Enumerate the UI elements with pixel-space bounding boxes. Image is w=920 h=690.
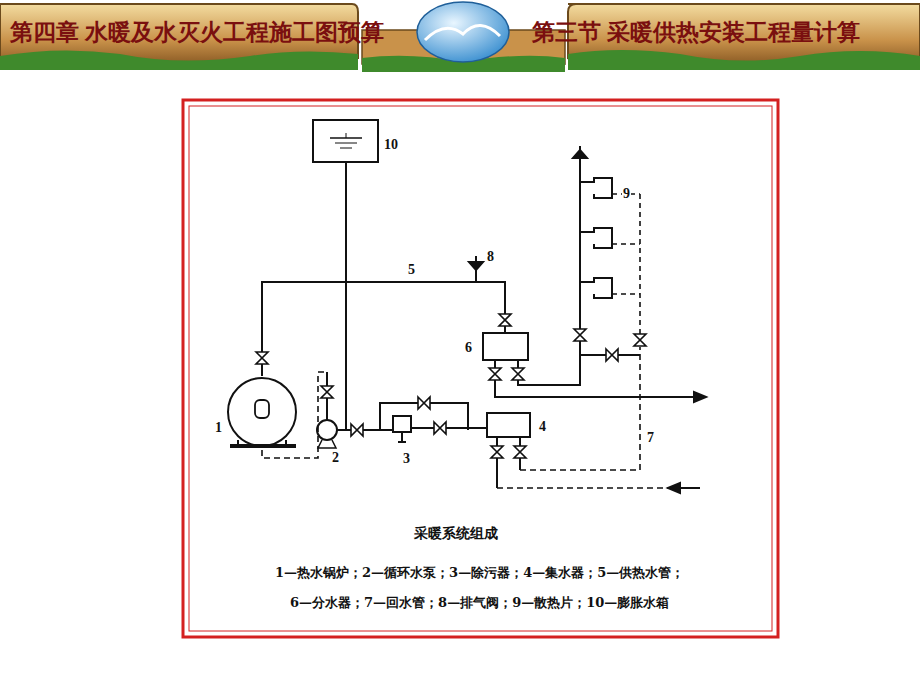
valve (321, 386, 333, 398)
callout-number: 4 (538, 419, 547, 434)
callout-number: 7 (646, 430, 655, 445)
distributor (483, 333, 528, 360)
caption: 采暖系统组成 (414, 526, 498, 541)
valve (418, 397, 430, 409)
return-branch (612, 243, 640, 245)
valve (634, 334, 646, 346)
callout-number: 10 (383, 137, 399, 152)
callout-number: 2 (331, 450, 340, 465)
expansion-tank (313, 120, 378, 162)
radiator (580, 178, 612, 198)
collector (487, 413, 530, 437)
callout-number: 9 (622, 186, 631, 201)
legend-line: 1—热水锅炉；2—循环水泵；3—除污器；4—集水器；5—供热水管； (275, 566, 684, 580)
valve (489, 368, 501, 380)
valve (491, 446, 503, 458)
valve (512, 368, 524, 380)
callout-number: 3 (402, 451, 411, 466)
header-banner (0, 2, 920, 72)
frame (183, 100, 778, 637)
callout-number: 1 (214, 420, 223, 435)
pump (317, 420, 337, 440)
return-riser (639, 194, 641, 350)
callout-number: 6 (464, 340, 473, 355)
callout-number: 8 (486, 249, 495, 264)
heating-schematic (228, 120, 706, 493)
valve (256, 352, 268, 364)
header-title: 第四章 水暖及水灭火工程施工图预算 (10, 20, 384, 45)
valve (499, 314, 511, 326)
radiator (580, 228, 612, 248)
boiler (228, 378, 296, 446)
valve (351, 424, 363, 436)
frame-inner (189, 106, 772, 631)
dirt-separator (393, 416, 411, 432)
return-branch (612, 293, 640, 295)
legend-line: 6—分水器；7—回水管；8—排气阀；9—散热片；10—膨胀水箱 (290, 596, 669, 610)
valve (574, 329, 586, 341)
valve (434, 422, 446, 434)
valve (606, 349, 618, 361)
callout-number: 5 (407, 262, 416, 277)
valve (514, 446, 526, 458)
header-title: 第三节 采暖供热安装工程量计算 (532, 20, 860, 45)
radiator (580, 278, 612, 298)
